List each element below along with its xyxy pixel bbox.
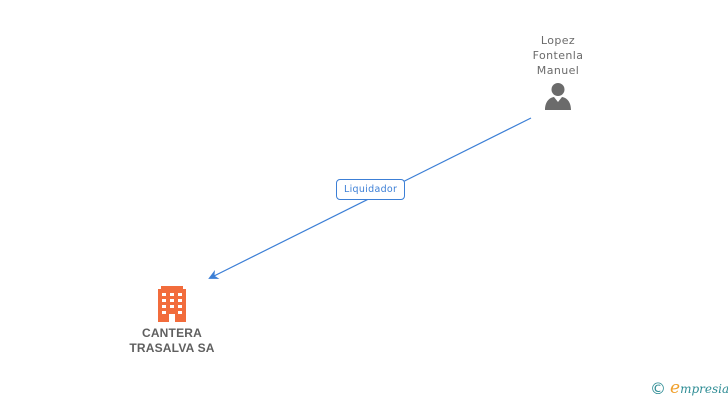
copyright-icon: © xyxy=(650,378,666,398)
person-node[interactable]: Lopez Fontenla Manuel xyxy=(508,33,608,111)
logo-text: mpresia xyxy=(680,382,728,396)
empresia-watermark: © e mpresia xyxy=(650,378,728,398)
company-name[interactable]: CANTERA TRASALVA SA xyxy=(129,326,215,355)
company-node[interactable]: CANTERA TRASALVA SA xyxy=(112,286,232,356)
person-name[interactable]: Lopez Fontenla Manuel xyxy=(532,34,584,77)
empresia-logo: e mpresia xyxy=(670,378,728,398)
building-icon[interactable] xyxy=(157,286,187,322)
edge-label-liquidador[interactable]: Liquidador xyxy=(336,179,406,200)
logo-initial: e xyxy=(670,378,681,398)
person-icon[interactable] xyxy=(543,81,573,111)
